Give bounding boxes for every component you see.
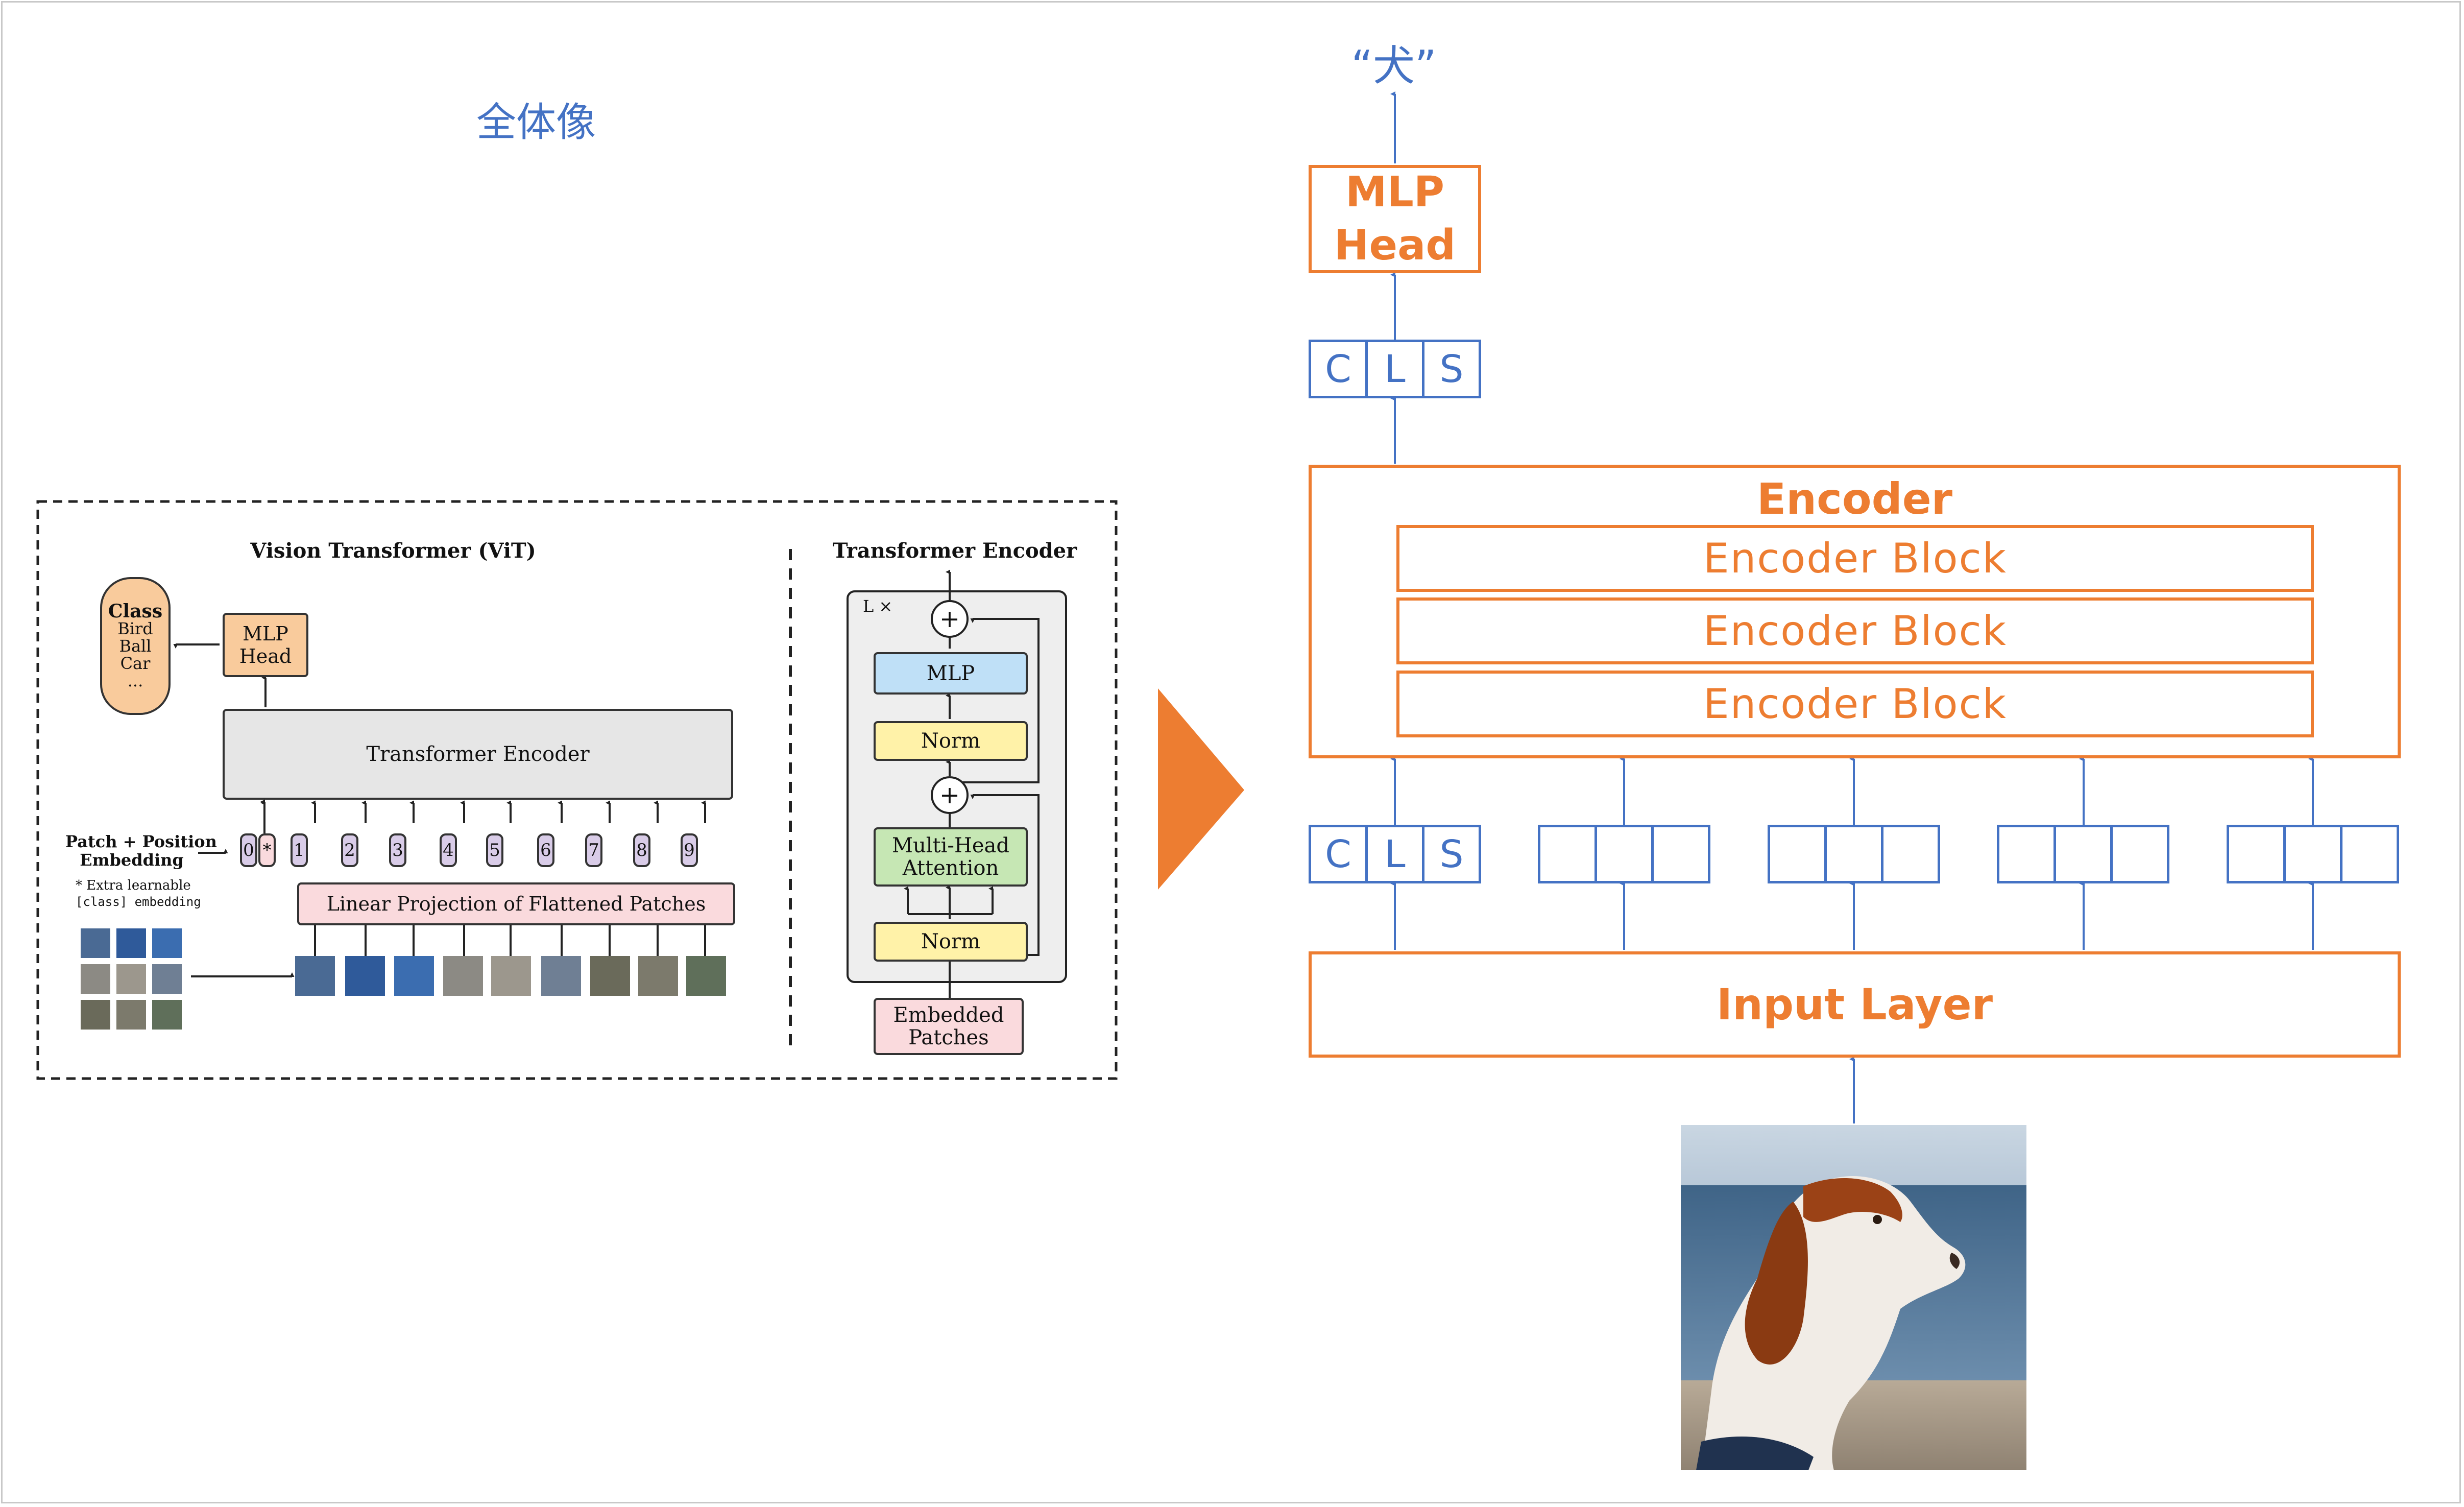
dog-photo [1681, 1125, 2026, 1470]
patch-token-cell [2056, 827, 2113, 881]
patch-token-2 [1768, 825, 1940, 883]
patch-token-cell [1540, 827, 1597, 881]
vit-class-item-car: Car [120, 654, 151, 673]
vit-add-symbol-bottom: + [939, 781, 960, 809]
vit-token-0: 0 [240, 833, 257, 867]
vit-repeat-label: L × [863, 596, 893, 616]
vit-token-7: 7 [585, 833, 602, 867]
vit-token-9-label: 9 [684, 840, 695, 860]
page-title: 全体像 [476, 100, 596, 146]
patch-token-3 [1997, 825, 2169, 883]
vit-encoder-mlp-box: MLP [874, 652, 1028, 695]
cls-input-token: C L S [1309, 825, 1481, 883]
vit-embedded-patches-line-2: Patches [908, 1026, 989, 1049]
patch-token-cell [1654, 827, 1708, 881]
vit-embedded-patches-box: Embedded Patches [874, 998, 1024, 1055]
cls-input-cell-l: L [1368, 827, 1424, 881]
vit-encoder-norm-bottom-box: Norm [874, 922, 1028, 962]
patch-token-4 [2227, 825, 2399, 883]
flattened-patch-row [295, 956, 726, 996]
vit-encoder-attention-box: Multi-Head Attention [874, 827, 1028, 887]
vit-left-connectors [173, 643, 706, 977]
vit-embedded-patches-line-1: Embedded [893, 1003, 1004, 1027]
patch-token-cell [2229, 827, 2286, 881]
vit-token-6-label: 6 [540, 840, 551, 860]
vit-encoder-attention-line-1: Multi-Head [892, 834, 1009, 857]
vit-token-1: 1 [291, 833, 308, 867]
patch-token-1 [1538, 825, 1710, 883]
vit-token-4: 4 [440, 833, 457, 867]
patch-token-cell [1597, 827, 1654, 881]
cls-input-cell-s: S [1439, 832, 1464, 876]
cls-output-cell-l: L [1368, 342, 1424, 396]
vit-right-title: Transformer Encoder [832, 539, 1077, 563]
patch-token-cell [2342, 827, 2397, 881]
mlp-head-line-2: Head [1334, 221, 1456, 270]
vit-token-1-label: 1 [294, 840, 305, 860]
vit-class-title: Class [108, 601, 163, 622]
vit-encoder-norm-top-box: Norm [874, 721, 1028, 761]
cls-output-cell-s: S [1439, 347, 1464, 391]
output-label: “犬” [1351, 42, 1437, 90]
encoder-block-3: Encoder Block [1396, 671, 2314, 737]
patch-token-cell [1883, 827, 1938, 881]
dog-photo-art [1681, 1125, 2026, 1470]
vit-token-9: 9 [681, 833, 698, 867]
vit-figure-frame [36, 500, 1118, 1080]
vit-extra-learnable-line-2: [class] embedding [76, 895, 201, 909]
vit-token-4-label: 4 [443, 840, 454, 860]
vit-class-box: Class Bird Ball Car ... [100, 577, 171, 715]
vit-mlp-head-line-2: Head [239, 645, 292, 667]
vit-token-2-label: 2 [344, 840, 355, 860]
vit-extra-learnable-line-1: * Extra learnable [76, 878, 191, 893]
encoder-title: Encoder [1756, 474, 1953, 524]
vit-linear-projection-box: Linear Projection of Flattened Patches [297, 882, 735, 925]
encoder-block-2: Encoder Block [1396, 597, 2314, 664]
vit-extra-learnable-label: * Extra learnable [class] embedding [76, 877, 208, 910]
vit-token-6: 6 [537, 833, 554, 867]
vit-patch-position-label: Patch + Position Embedding [65, 832, 217, 870]
vit-patch-position-line-2: Embedding [80, 850, 184, 870]
vit-mlp-head-box: MLP Head [223, 613, 308, 677]
vit-transformer-encoder-box: Transformer Encoder [223, 709, 733, 800]
patch-token-cell [2286, 827, 2342, 881]
vit-token-7-label: 7 [588, 840, 599, 860]
image-patch-grid [81, 928, 182, 1030]
mlp-head-line-1: MLP [1345, 168, 1444, 217]
vit-patch-position-line-1: Patch + Position [65, 832, 217, 851]
vit-add-symbol-top: + [939, 605, 960, 633]
encoder-block-1: Encoder Block [1396, 525, 2314, 592]
vit-token-class: * [258, 833, 276, 867]
vit-mlp-head-line-1: MLP [243, 623, 288, 645]
vit-token-0-label: 0 [243, 840, 254, 860]
vit-token-5: 5 [486, 833, 503, 867]
patch-token-cell [1770, 827, 1827, 881]
vit-token-3: 3 [389, 833, 406, 867]
vit-token-class-mark: * [262, 840, 272, 860]
vit-class-item-ball: Ball [119, 636, 152, 656]
input-layer-box: Input Layer [1309, 951, 2401, 1058]
vit-class-item-more: ... [127, 671, 143, 690]
vit-token-2: 2 [341, 833, 358, 867]
mlp-head-box: MLP Head [1309, 165, 1481, 273]
patch-token-cell [2113, 827, 2167, 881]
patch-token-cell [1999, 827, 2056, 881]
vit-left-title: Vision Transformer (ViT) [250, 539, 536, 563]
cls-input-cell-c: C [1311, 827, 1368, 881]
vit-token-5-label: 5 [489, 840, 500, 860]
transition-arrow [1158, 688, 1244, 890]
vit-token-8-label: 8 [636, 840, 647, 860]
vit-encoder-attention-line-2: Attention [902, 856, 999, 880]
vit-class-item-bird: Bird [117, 619, 153, 638]
patch-token-cell [1827, 827, 1883, 881]
cls-output-token: C L S [1309, 340, 1481, 398]
vit-token-8: 8 [633, 833, 650, 867]
cls-output-cell-c: C [1311, 342, 1368, 396]
vit-token-3-label: 3 [392, 840, 403, 860]
